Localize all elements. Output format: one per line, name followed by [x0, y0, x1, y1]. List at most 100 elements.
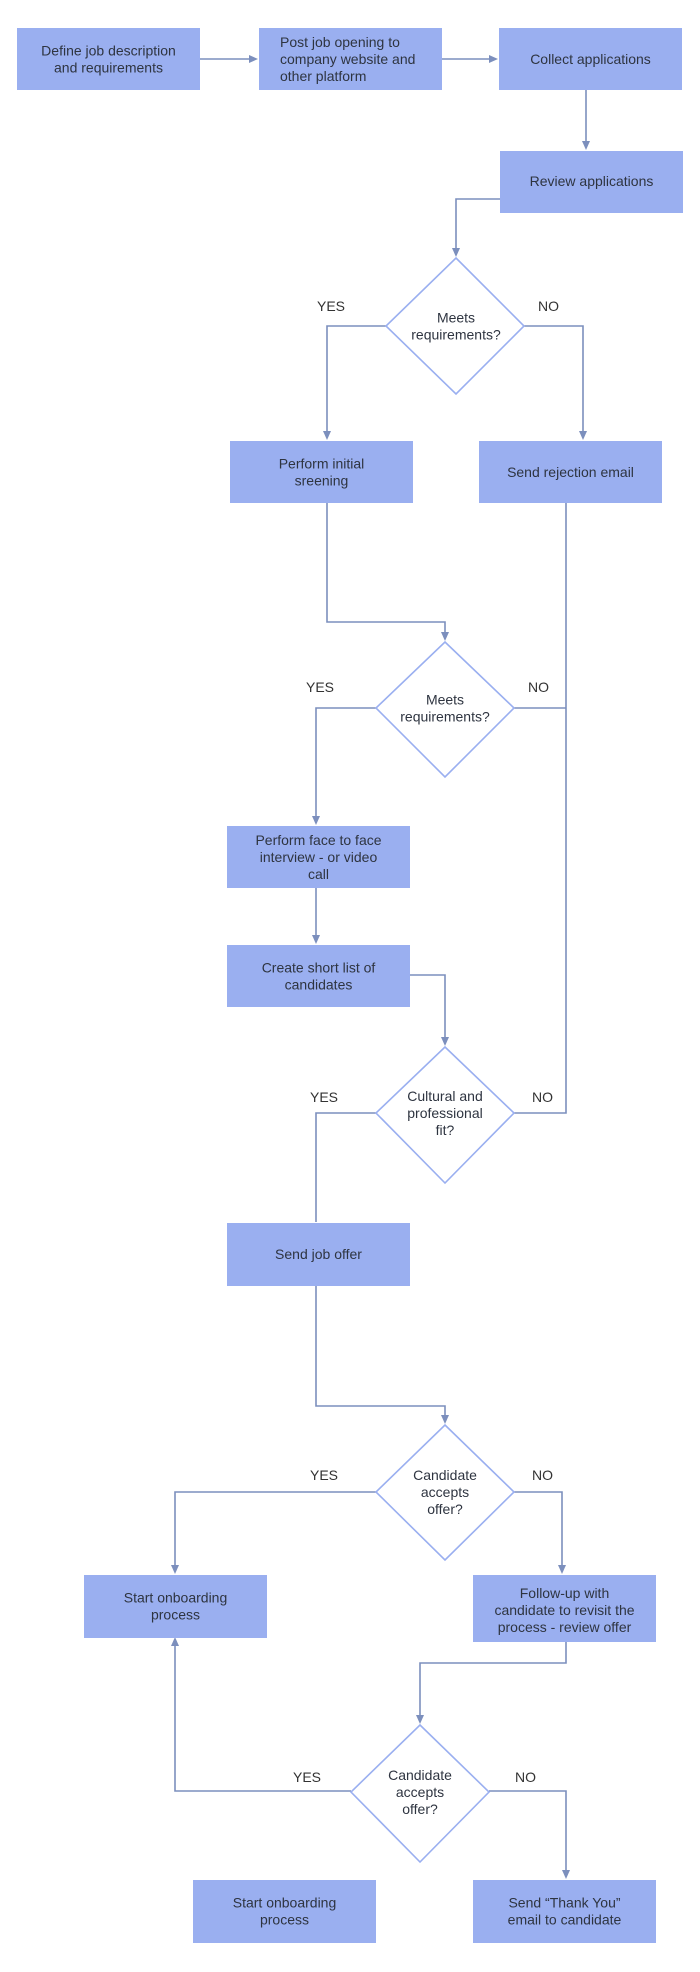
- node-text-line: Meets: [426, 692, 464, 708]
- node-text-line: Follow-up with: [520, 1585, 609, 1601]
- node-text: Collect applications: [530, 51, 651, 67]
- edge-label-yes: YES: [306, 679, 334, 695]
- conn-decision1-no: [524, 325, 584, 434]
- arrowhead: [323, 431, 331, 440]
- arrowheads: [171, 55, 590, 1879]
- node-text-line: Cultural and: [407, 1088, 483, 1104]
- process-box-collect-applications: Collect applications: [499, 28, 682, 90]
- node-text-line: call: [308, 866, 329, 882]
- conn-shortlist-to-fit: [410, 974, 446, 1040]
- edge-label-yes: YES: [310, 1089, 338, 1105]
- node-text-line: Send rejection email: [507, 464, 634, 480]
- process-box-job-offer: Send job offer: [227, 1223, 410, 1286]
- arrowhead: [582, 141, 590, 150]
- node-text-line: Start onboarding: [124, 1590, 228, 1606]
- node-text-line: sreening: [295, 473, 349, 489]
- node-text-line: professional: [407, 1105, 483, 1121]
- edge-label-no: NO: [528, 679, 549, 695]
- node-text-line: Post job opening to: [280, 34, 400, 50]
- node-text-line: email to candidate: [508, 1912, 622, 1928]
- conn-decision1-yes: [326, 325, 386, 434]
- node-text-line: process: [151, 1607, 200, 1623]
- node-text-line: Candidate: [413, 1467, 477, 1483]
- node-text-line: Define job description: [41, 43, 176, 59]
- node-text: Send “Thank You”email to candidate: [508, 1895, 622, 1928]
- node-text-line: candidates: [285, 977, 353, 993]
- arrowhead: [562, 1870, 570, 1879]
- edge-label-no: NO: [538, 298, 559, 314]
- node-text-line: Send job offer: [275, 1246, 362, 1262]
- node-text-line: other platform: [280, 68, 366, 84]
- node-text-line: Perform initial: [279, 456, 365, 472]
- node-text-line: requirements?: [411, 327, 501, 343]
- arrowhead: [441, 1415, 449, 1424]
- node-text: Review applications: [530, 173, 654, 189]
- arrowhead: [441, 1037, 449, 1046]
- arrowhead: [416, 1715, 424, 1724]
- arrowhead: [249, 55, 258, 63]
- conn-decision5-yes: [174, 1644, 351, 1792]
- node-text-line: accepts: [396, 1784, 444, 1800]
- conn-review-to-decision1: [455, 198, 500, 250]
- node-text-line: candidate to revisit the: [494, 1602, 634, 1618]
- node-text-line: process: [260, 1912, 309, 1928]
- conn-decision5-no: [489, 1790, 567, 1872]
- connectors: [174, 58, 587, 1872]
- node-text-line: process - review offer: [498, 1619, 632, 1635]
- process-box-review-applications: Review applications: [500, 151, 683, 213]
- conn-followup-to-decision5: [419, 1640, 567, 1717]
- arrowhead: [452, 248, 460, 257]
- arrowhead: [579, 431, 587, 440]
- edge-label-no: NO: [532, 1089, 553, 1105]
- node-text-line: Send “Thank You”: [508, 1895, 620, 1911]
- node-text-line: and requirements: [54, 60, 163, 76]
- node-text-line: offer?: [402, 1801, 438, 1817]
- node-text: Send rejection email: [507, 464, 634, 480]
- arrowhead: [312, 935, 320, 944]
- node-text-line: Candidate: [388, 1767, 452, 1783]
- edge-label-yes: YES: [310, 1467, 338, 1483]
- conn-offer-to-decision4: [315, 1286, 446, 1417]
- conn-rejection-trunk: [514, 502, 567, 1114]
- node-text-line: fit?: [436, 1122, 455, 1138]
- edge-label-no: NO: [515, 1769, 536, 1785]
- node-text-line: Start onboarding: [233, 1895, 337, 1911]
- arrowhead: [171, 1637, 179, 1646]
- conn-decision4-no: [514, 1491, 563, 1567]
- node-text-line: offer?: [427, 1501, 463, 1517]
- node-text-line: Perform face to face: [255, 832, 381, 848]
- conn-screening-to-decision2: [326, 502, 446, 634]
- edge-label-no: NO: [532, 1467, 553, 1483]
- node-text-line: company website and: [280, 51, 415, 67]
- conn-decision4-yes: [174, 1491, 376, 1567]
- node-text-line: Collect applications: [530, 51, 651, 67]
- node-text-line: Meets: [437, 310, 475, 326]
- edge-label-yes: YES: [317, 298, 345, 314]
- node-text-line: interview - or video: [260, 849, 378, 865]
